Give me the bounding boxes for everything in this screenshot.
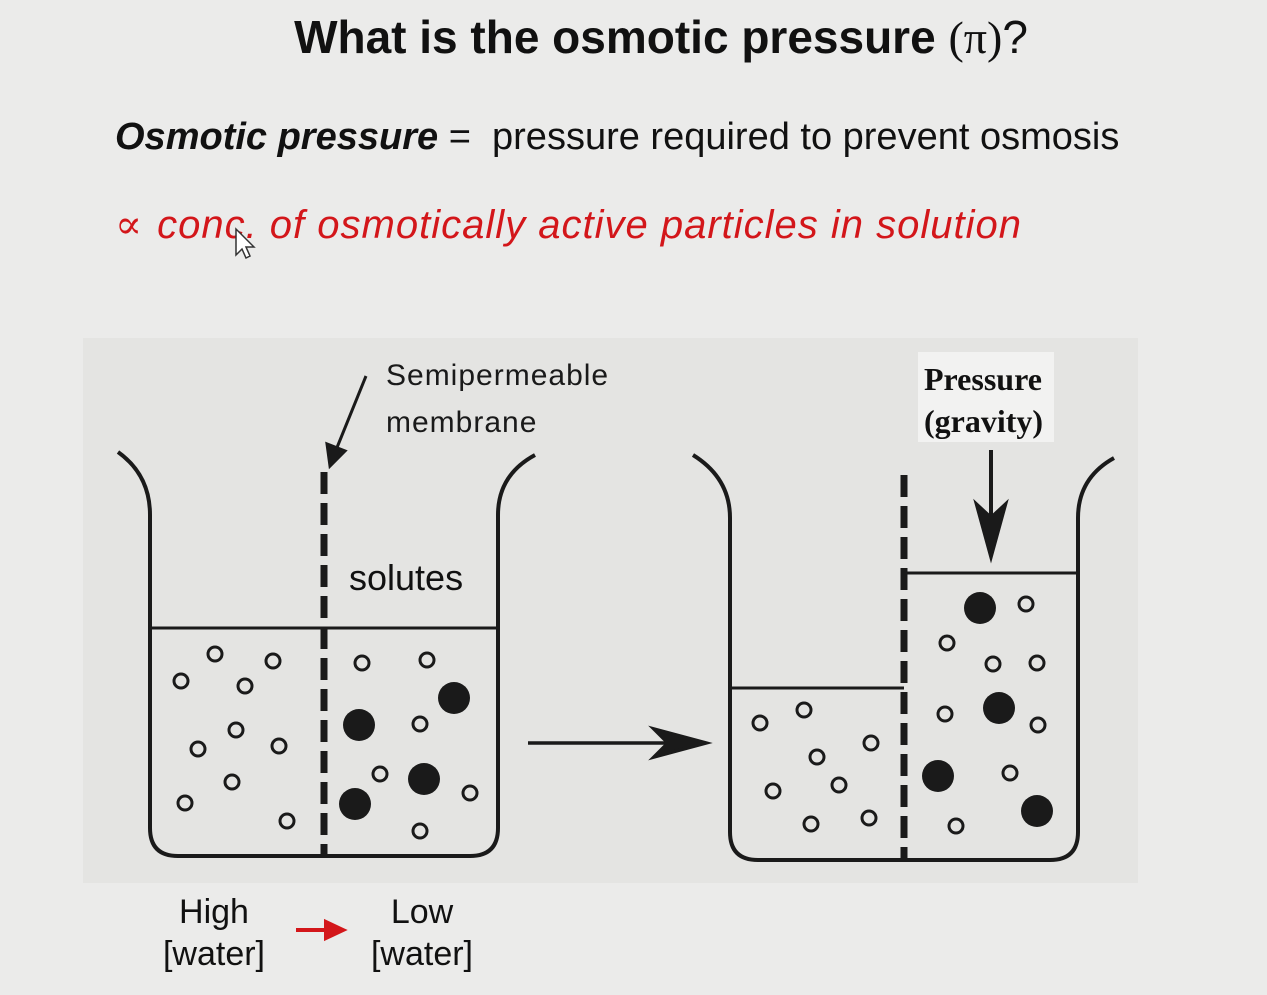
low-water-label: Low [water] [358,891,486,975]
slide-title: What is the osmotic pressure (π)? [0,10,1267,64]
definition-equals: = [438,116,493,158]
left-solute-particles [339,682,470,820]
low-water-bracket: [water] [370,935,474,973]
pressure-label-box [918,352,1054,442]
title-text: What is the osmotic pressure [294,11,949,63]
definition-term: Osmotic pressure [115,116,439,158]
left-water-particles [172,645,479,840]
membrane-label-line2: membrane [386,406,537,439]
pressure-label-line2: (gravity) [924,403,1043,439]
process-arrow [528,725,713,761]
low-label: Low [390,893,454,931]
membrane-label-line1: Semipermeable [386,359,609,392]
title-question-mark: ? [1002,11,1028,63]
high-water-label: High [water] [150,891,278,975]
water-flow-arrow [296,918,348,942]
high-label: High [179,893,249,931]
solutes-label: solutes [349,557,463,598]
definition-line: Osmotic pressure = pressure required to … [115,116,1119,159]
high-water-bracket: [water] [162,935,266,973]
definition-text: pressure required to prevent osmosis [492,116,1120,158]
membrane-pointer-arrow [325,375,368,470]
right-solute-particles [922,592,1053,827]
pressure-label-line1: Pressure [924,361,1042,397]
pressure-arrow [973,450,1009,564]
title-pi-symbol: (π) [948,12,1003,63]
proportionality-line: ∝ conc. of osmotically active particles i… [115,202,1022,248]
mouse-cursor-icon [235,227,256,260]
proportional-text: conc. of osmotically active particles in… [157,203,1022,247]
proportional-symbol: ∝ [115,202,144,248]
right-water-particles [751,595,1047,835]
